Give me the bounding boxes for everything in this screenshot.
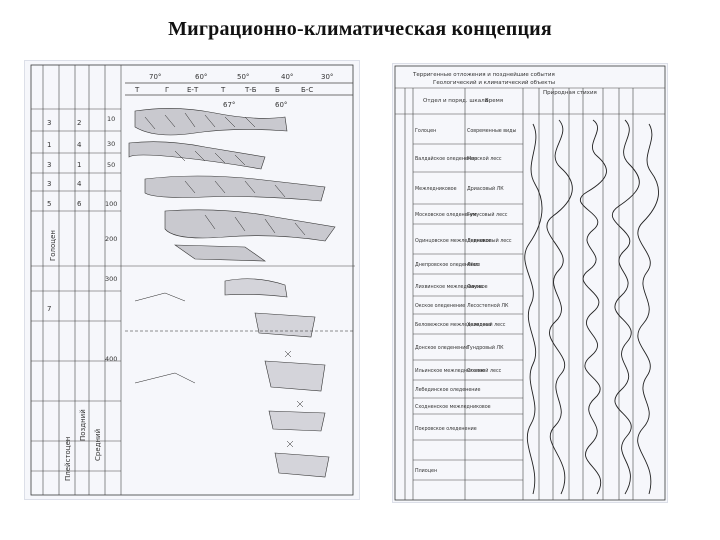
age-tick: 10 [107, 115, 115, 123]
row-right: Лесостепной ЛК [467, 302, 509, 309]
row-right: Гумусовый лесс [467, 211, 508, 218]
column-header: Природная стихия [543, 90, 597, 96]
degree-label: 60° [195, 73, 207, 81]
age-tick: 300 [105, 275, 117, 283]
row-left: Московское оледенение [415, 212, 477, 218]
row-left: Межледниковое [415, 186, 457, 192]
row-right: Холодный лесс [467, 321, 506, 328]
age-tick: 50 [107, 161, 115, 169]
lower-features [224, 278, 330, 478]
row-left: Покровское оледенение [415, 426, 477, 432]
column-header: Время [485, 98, 503, 104]
row-code: 1 [77, 161, 81, 169]
row-right: Морской лесс [467, 155, 502, 162]
climate-curves [524, 119, 659, 495]
lat-label: 60° [275, 101, 287, 109]
row-right: Степной лесс [467, 367, 502, 374]
row-right: Современные виды [467, 128, 516, 134]
row-code: 1 [47, 141, 51, 149]
row-right: Ледниковый лесс [467, 237, 512, 244]
row-left: Ильинское межледниковое [415, 368, 485, 374]
row-right: Фауна [467, 284, 483, 290]
row-left: Плиоцен [415, 468, 437, 474]
row-right: Тундровый ЛК [466, 344, 504, 351]
row-left: Голоцен [415, 128, 436, 134]
rotated-label: Плейстоцен [64, 437, 72, 481]
rotated-label: Средний [94, 429, 102, 461]
degree-label: 50° [237, 73, 249, 81]
rotated-label: Поздний [79, 409, 87, 441]
zone-code: Т [220, 86, 226, 94]
zone-code: Г [165, 86, 169, 94]
row-code: 7 [47, 305, 51, 313]
strat-columns [31, 65, 355, 495]
table-header-line: Геологический и климатический объекты [433, 79, 555, 86]
lower-marks [125, 292, 353, 448]
zone-code: Б-С [301, 86, 313, 94]
zone-code: Б [275, 86, 280, 94]
climate-stratigraphy-table-right: Терригенные отложения и позднейшие событ… [392, 63, 668, 503]
age-tick: 200 [105, 235, 117, 243]
slide-title: Миграционно-климатическая концепция [168, 18, 552, 40]
row-left: Лихвинское межледниковое [415, 284, 488, 290]
degree-label: 30° [321, 73, 333, 81]
lat-label: 67° [223, 101, 235, 109]
row-left: Лебединское оледенение [415, 387, 481, 393]
zone-code: Е-Т [187, 86, 199, 94]
row-code: 4 [77, 180, 82, 188]
row-code: 3 [47, 161, 51, 169]
degree-label: 40° [281, 73, 293, 81]
table-header-line: Терригенные отложения и позднейшие событ… [412, 71, 555, 78]
degree-label: 70° [149, 73, 161, 81]
age-tick: 30 [107, 140, 115, 148]
left-diagram-drawing: 3 2 1 4 3 1 3 4 5 6 7 10 30 50 100 200 3… [30, 64, 355, 496]
table-grid [395, 87, 665, 500]
upper-hatched-bands [128, 108, 336, 262]
zone-code: Т-Б [244, 86, 257, 94]
age-tick: 400 [105, 355, 117, 363]
row-right: Лёсс [467, 262, 479, 268]
age-tick: 100 [105, 200, 117, 208]
row-left: Днепровское оледенение [415, 262, 480, 268]
right-diagram-drawing: Терригенные отложения и позднейшие событ… [394, 65, 666, 501]
row-code: 4 [77, 141, 82, 149]
row-left: Одинцовское межледниковое [415, 238, 491, 244]
row-left: Беловежское межледниковое [415, 322, 491, 328]
zone-code: Т [134, 86, 140, 94]
row-left: Сходненское межледниковое [415, 404, 491, 410]
column-header: Отдел и поряд. шкала [423, 98, 488, 104]
row-code: 5 [47, 200, 51, 208]
row-code: 6 [77, 200, 82, 208]
row-left: Валдайское оледенение [415, 155, 477, 162]
row-right: Дриасовый ЛК [467, 185, 504, 192]
row-code: 3 [47, 119, 51, 127]
row-left: Донское оледенение [415, 345, 468, 351]
row-code: 2 [77, 119, 81, 127]
row-left: Окское оледенение [415, 303, 465, 309]
migration-climate-diagram-left: 3 2 1 4 3 1 3 4 5 6 7 10 30 50 100 200 3… [24, 60, 360, 500]
upper-hatch-lines [144, 112, 306, 236]
rotated-label: Голоцен [49, 230, 57, 261]
row-code: 3 [47, 180, 51, 188]
